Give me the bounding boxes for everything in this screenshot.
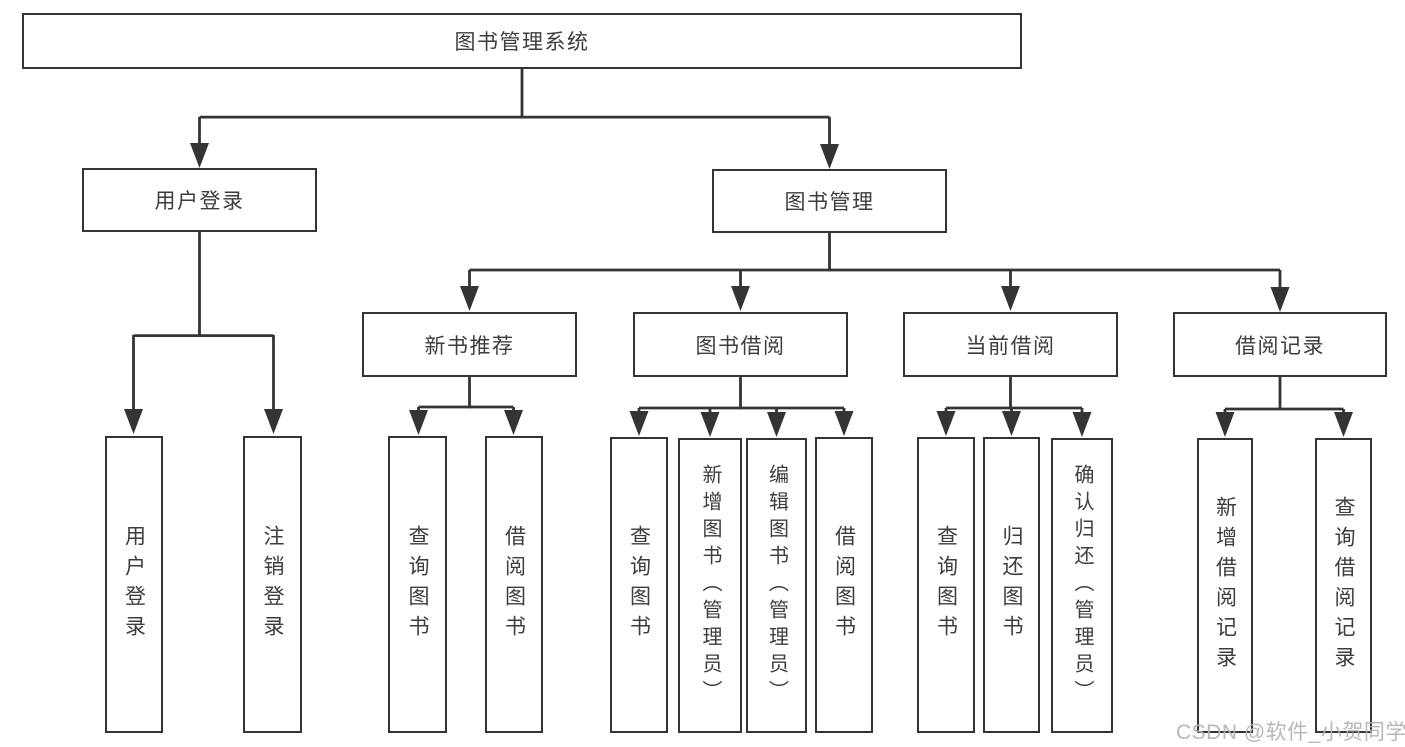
leaf-confirm-return-admin: 确认归还（管理员）	[1051, 438, 1113, 733]
leaf-return-books: 归还图书	[983, 437, 1040, 733]
leaf-query-borrow-record: 查询借阅记录	[1315, 438, 1372, 733]
leaf-query-books-current: 查询图书	[917, 437, 975, 733]
node-label: 新书推荐	[424, 334, 515, 358]
leaf-label: 查询图书	[934, 525, 958, 645]
node-label: 图书管理系统	[454, 31, 590, 54]
leaf-add-books-admin: 新增图书（管理员）	[678, 438, 742, 733]
leaf-label: 用户登录	[122, 524, 146, 645]
leaf-label: 新增图书（管理员）	[699, 464, 721, 707]
leaf-query-books-borrowing: 查询图书	[610, 437, 668, 733]
leaf-borrow-books: 借阅图书	[815, 437, 873, 733]
leaf-label: 归还图书	[1000, 525, 1023, 645]
node-label: 用户登录	[154, 190, 245, 213]
arrowheads	[124, 143, 1353, 437]
leaf-label: 确认归还（管理员）	[1071, 464, 1093, 707]
node-current-borrowing: 当前借阅	[903, 312, 1118, 377]
node-label: 当前借阅	[965, 334, 1056, 358]
node-book-management: 图书管理	[712, 169, 947, 233]
leaf-add-borrow-record: 新增借阅记录	[1197, 438, 1253, 733]
csdn-watermark: CSDN @软件_小贺同学	[1176, 721, 1405, 744]
leaf-label: 借阅图书	[502, 524, 526, 645]
leaf-logout: 注销登录	[243, 436, 302, 733]
leaf-label: 新增借阅记录	[1213, 495, 1237, 676]
node-book-borrowing: 图书借阅	[633, 312, 848, 377]
node-label: 借阅记录	[1235, 334, 1325, 358]
leaf-borrow-books-recommend: 借阅图书	[485, 436, 543, 733]
node-label: 图书借阅	[695, 334, 786, 358]
node-library-management-system: 图书管理系统	[22, 13, 1022, 69]
leaf-query-books-recommend: 查询图书	[388, 436, 447, 733]
node-user-login: 用户登录	[82, 168, 317, 232]
leaf-label: 查询图书	[627, 525, 651, 645]
node-label: 图书管理	[784, 191, 875, 214]
leaf-user-login: 用户登录	[105, 436, 163, 733]
leaf-label: 编辑图书（管理员）	[765, 464, 788, 707]
leaf-edit-books-admin: 编辑图书（管理员）	[746, 438, 807, 733]
leaf-label: 查询图书	[406, 524, 429, 645]
leaf-label: 注销登录	[261, 524, 284, 645]
leaf-label: 借阅图书	[832, 525, 856, 645]
leaf-label: 查询借阅记录	[1332, 495, 1355, 676]
node-borrow-records: 借阅记录	[1173, 312, 1387, 377]
node-new-book-recommend: 新书推荐	[362, 312, 577, 377]
